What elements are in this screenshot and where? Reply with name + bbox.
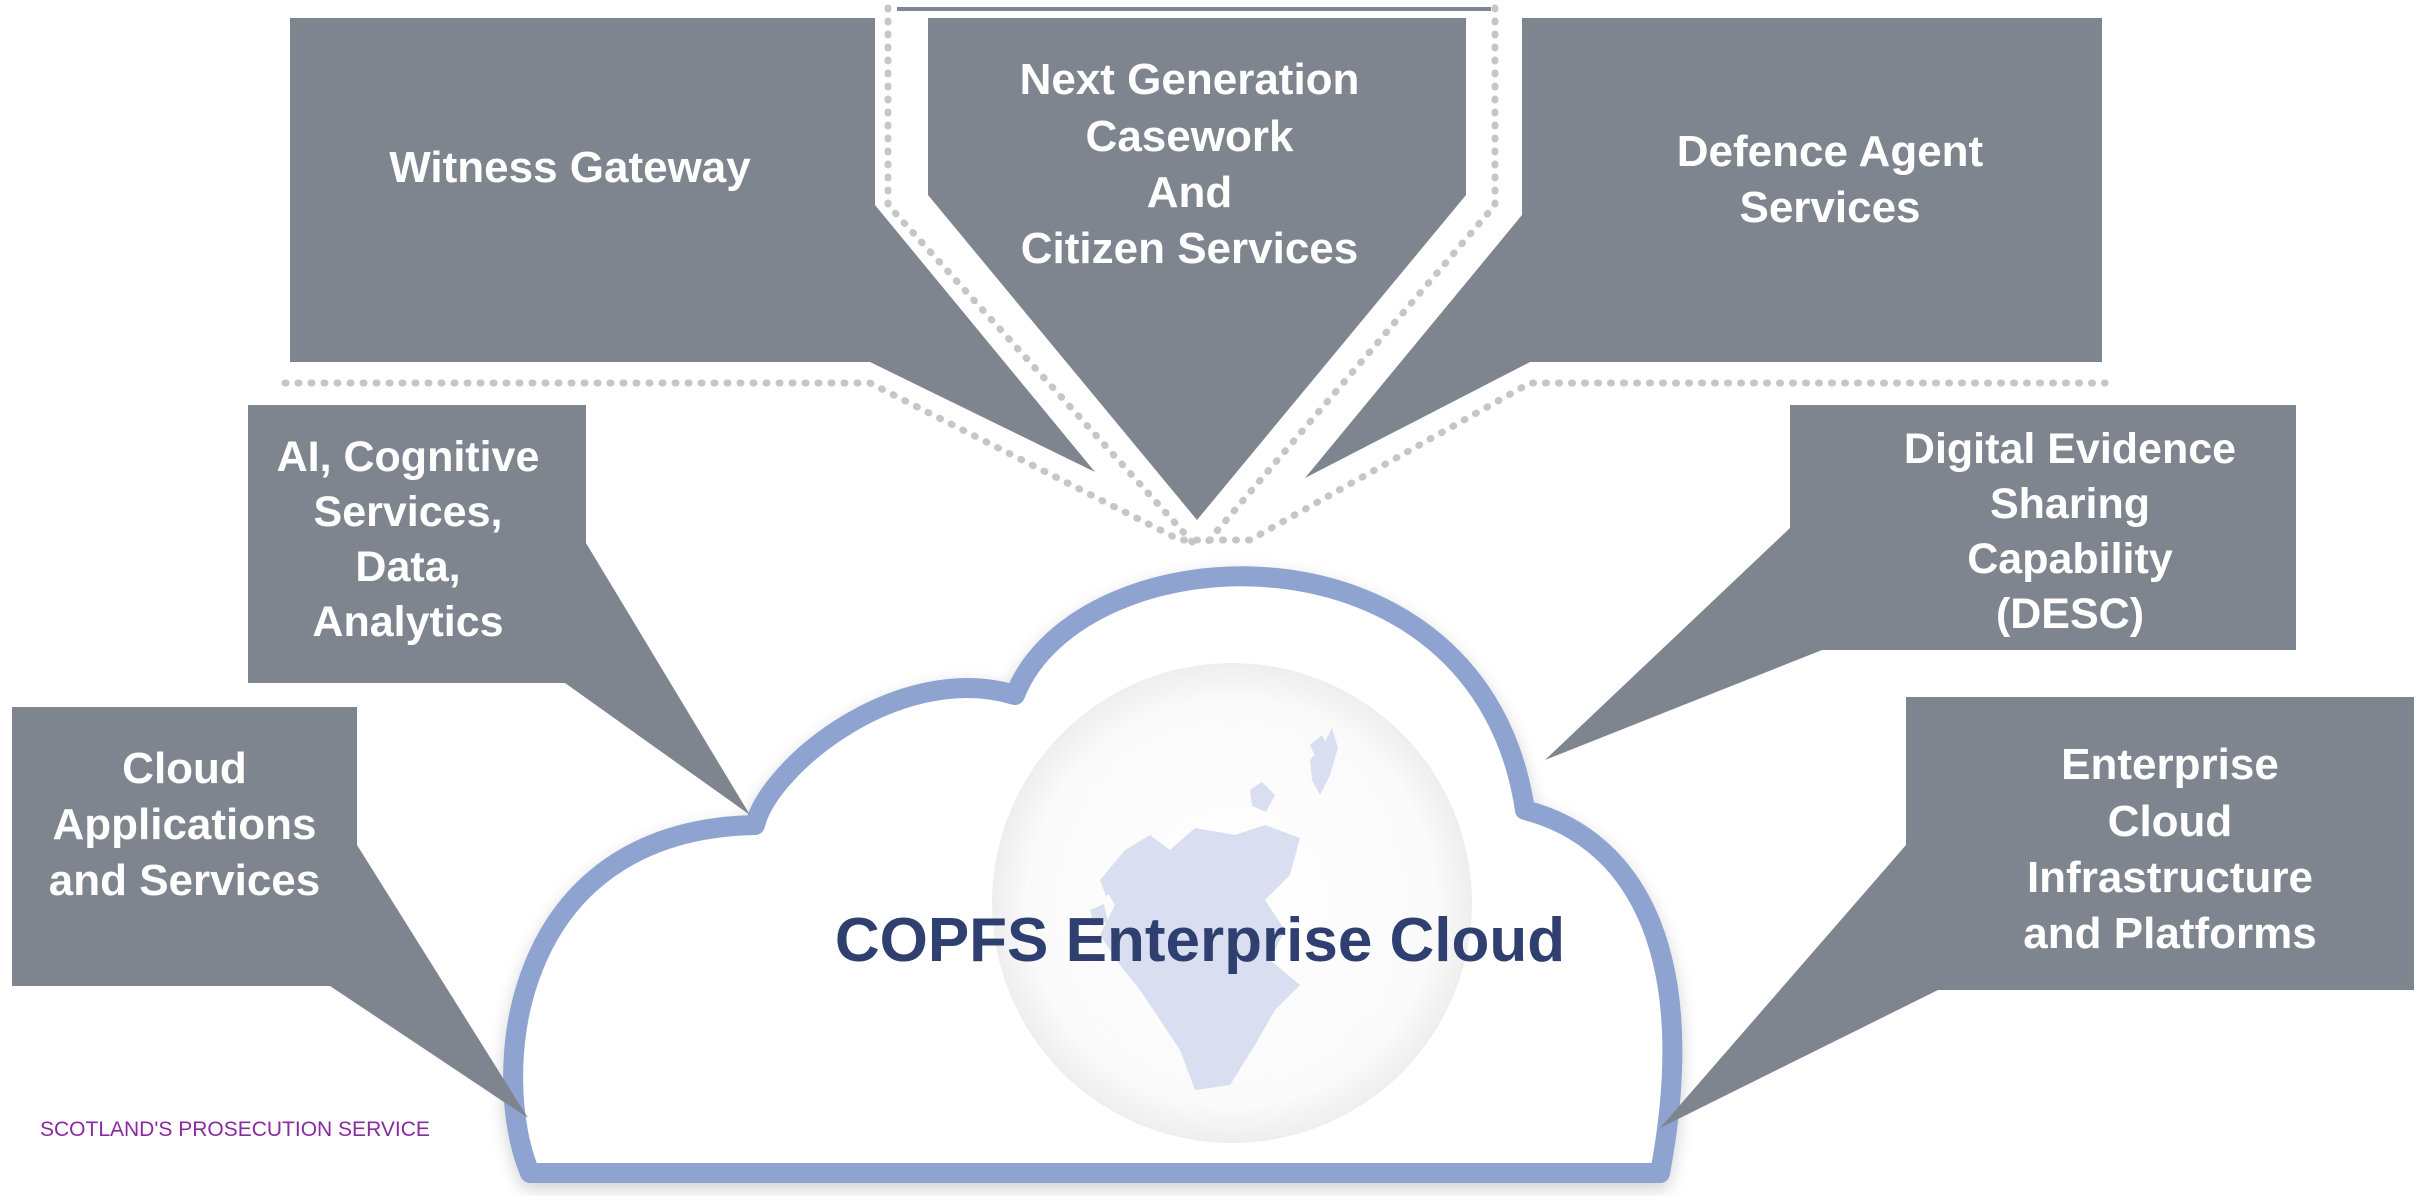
callout-line: Digital Evidence — [1903, 424, 2237, 473]
callout-line: Services — [1739, 183, 1921, 232]
callout-line: Cloud — [122, 743, 247, 793]
callout-line: Sharing — [1989, 479, 2151, 528]
footer-tagline: SCOTLAND'S PROSECUTION SERVICE — [40, 1118, 430, 1141]
callout-line: Services, — [313, 487, 503, 536]
callout-witness-gateway: Witness Gateway — [300, 108, 840, 228]
callout-line: Witness Gateway — [389, 142, 751, 192]
callout-shape-digital-evidence — [1545, 405, 2296, 760]
callout-line: Applications — [52, 799, 317, 849]
scotland-map-icon — [1090, 728, 1338, 1090]
callout-line: and Services — [48, 856, 321, 906]
callout-line: Enterprise — [2061, 740, 2279, 790]
callout-line: Infrastructure — [2026, 853, 2314, 902]
callout-line: Casework — [1085, 111, 1294, 161]
callout-line: AI, Cognitive — [276, 432, 540, 481]
callout-line: Capability — [1967, 535, 2173, 583]
callout-line: And — [1146, 168, 1233, 217]
callout-shape-enterprise-cloud — [1660, 697, 2414, 1128]
callout-line: Analytics — [312, 598, 504, 647]
callout-line: Defence Agent — [1676, 126, 1984, 176]
callout-line: Citizen Services — [1020, 224, 1359, 274]
callout-line: and Platforms — [2023, 909, 2317, 959]
callout-line: Cloud — [2107, 796, 2233, 846]
callout-shape-ai-cognitive — [248, 405, 750, 815]
center-title: COPFS Enterprise Cloud — [834, 906, 1566, 975]
top-group-dotted-outline — [281, 379, 2109, 544]
callout-shape-witness-gateway — [290, 18, 1095, 472]
callout-line: Next Generation — [1019, 55, 1360, 105]
callout-shape-defence-agent — [1305, 18, 2102, 478]
callout-line: Data, — [355, 543, 461, 591]
callout-line: (DESC) — [1995, 590, 2145, 639]
callout-shape-cloud-applications — [12, 707, 528, 1118]
callout-shape-next-generation — [928, 18, 1466, 520]
center-callout-dotted-outline — [884, 4, 1499, 549]
